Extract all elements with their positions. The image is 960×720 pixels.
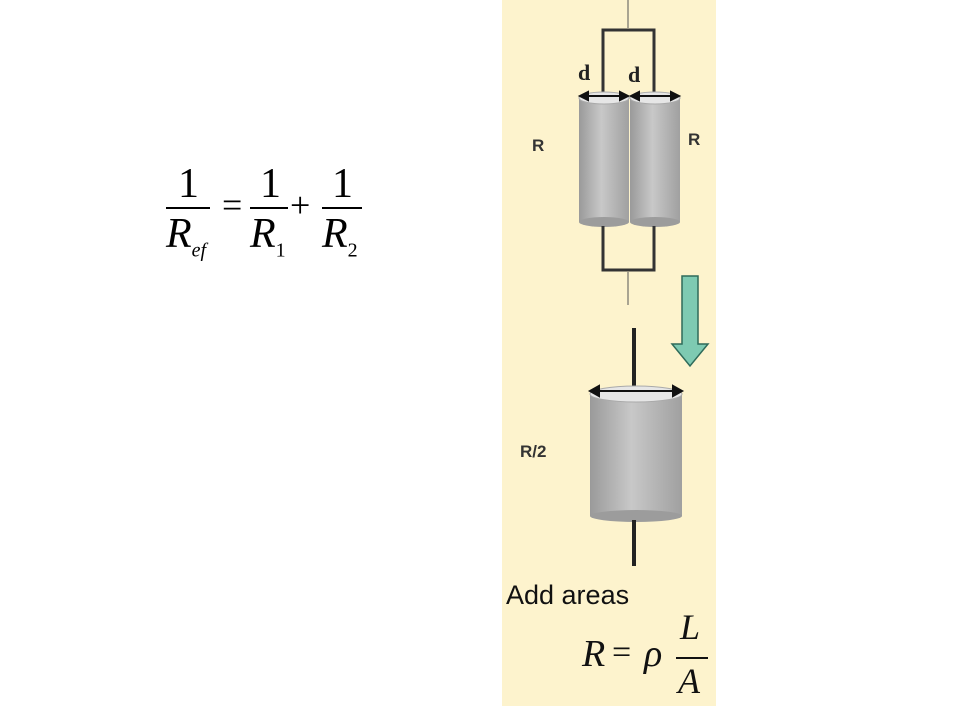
add-areas-caption: Add areas xyxy=(506,580,630,610)
diameter-label-left: d xyxy=(578,60,591,85)
diameter-arrow-left xyxy=(577,90,631,102)
diameter-arrow-right xyxy=(628,90,682,102)
resistivity-formula: R = ρ L A xyxy=(582,607,712,704)
lhs-fraction-bar xyxy=(166,207,210,209)
resistance-label-left: R xyxy=(532,136,545,155)
r2-numerator: 1 xyxy=(332,161,353,207)
right-cylinder xyxy=(629,91,681,227)
rho-denominator: A xyxy=(678,661,700,701)
r2-fraction-bar xyxy=(322,207,362,209)
lhs-numerator: 1 xyxy=(178,161,199,207)
rho-symbol: ρ xyxy=(644,633,663,675)
r1-denominator: R1 xyxy=(250,211,286,262)
r1-fraction-bar xyxy=(250,207,288,209)
r2-denominator: R2 xyxy=(322,211,358,262)
plus-sign: + xyxy=(290,185,311,225)
rho-equals: = xyxy=(612,634,632,671)
equals-sign: = xyxy=(222,185,243,225)
resistor-diagram xyxy=(577,0,710,659)
r1-numerator: 1 xyxy=(260,161,281,207)
rho-numerator: L xyxy=(680,607,701,647)
left-cylinder xyxy=(578,91,630,227)
rho-lhs: R xyxy=(582,633,606,675)
down-arrow-icon xyxy=(670,275,710,368)
combined-diameter-arrow xyxy=(587,384,685,398)
resistor-diagram-panel: d d R R R/2 Add areas R = ρ L A xyxy=(502,0,716,706)
combined-cylinder xyxy=(589,385,683,522)
resistance-label-right: R xyxy=(688,130,701,149)
top-bracket xyxy=(601,28,656,96)
lhs-denominator: Ref xyxy=(166,211,207,262)
half-resistance-label: R/2 xyxy=(520,442,547,461)
parallel-resistance-formula: 1 Ref = 1 R1 + 1 R2 xyxy=(160,160,370,262)
bottom-bracket xyxy=(601,226,656,272)
diameter-label-right: d xyxy=(628,62,641,87)
